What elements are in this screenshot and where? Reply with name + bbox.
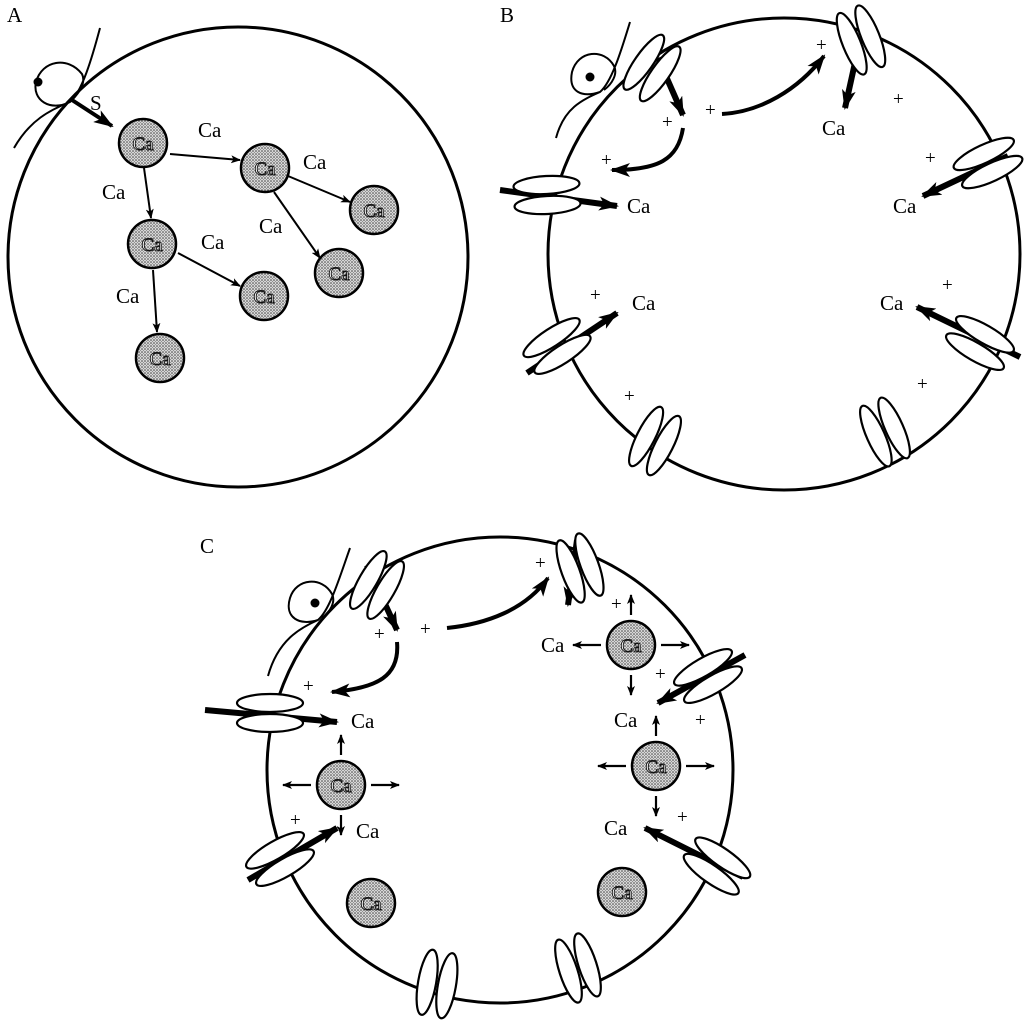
plus-label-11: + [374, 624, 385, 645]
plus-label-3: + [816, 35, 827, 56]
arrow-c-curve-left [332, 642, 397, 692]
panel-label-b: B [500, 3, 514, 27]
plus-label-13: + [535, 553, 546, 574]
channel-b-right [950, 132, 1026, 194]
plus-label-12: + [420, 619, 431, 640]
channel-b-left-lower [514, 194, 581, 215]
plus-label-19: + [677, 807, 688, 828]
ca-label-9: Ca [893, 194, 917, 218]
channel-c-left-upper [237, 694, 303, 712]
calcium-store-label-2: Ca [254, 159, 276, 180]
sperm-c-nucleus [311, 599, 320, 608]
plus-label-2: + [705, 100, 716, 121]
plus-label-7: + [590, 285, 601, 306]
channels-layer [237, 2, 1026, 1020]
channel-c-lower-left [242, 826, 318, 892]
channel-b-bottom-left [623, 403, 687, 479]
channel-c-lower-right [679, 832, 755, 901]
arrow-a-1 [170, 154, 240, 160]
ca-label-1: Ca [198, 118, 222, 142]
plus-label-4: + [893, 89, 904, 110]
plus-label-8: + [942, 275, 953, 296]
channel-b-left-upper [513, 174, 580, 195]
ca-label-11: Ca [880, 291, 904, 315]
plus-label-17: + [695, 710, 706, 731]
plus-label-15: + [303, 676, 314, 697]
channel-c-bottom-left [413, 948, 462, 1020]
channel-c-right [670, 643, 746, 709]
ca-labels-layer: CaCaCaCaCaCaCaCaCaCaCaCaCaCaCaCa [102, 116, 917, 843]
plus-label-16: + [655, 664, 666, 685]
ca-label-12: Ca [541, 633, 565, 657]
calcium-store-label-10: Ca [330, 776, 352, 797]
calcium-store-label-7: Ca [149, 349, 171, 370]
ca-label-7: Ca [822, 116, 846, 140]
arrow-b-curve-left [612, 128, 683, 170]
channel-b-lower-right [942, 310, 1018, 376]
arrow-a-6 [153, 270, 157, 332]
calcium-store-label-8: Ca [620, 636, 642, 657]
calcium-store-label-3: Ca [363, 201, 385, 222]
sperm-c [268, 548, 350, 676]
channel-b-bottom-right [854, 394, 916, 470]
plus-label-10: + [917, 374, 928, 395]
arrows-layer [72, 40, 1020, 880]
plus-label-9: + [624, 386, 635, 407]
plus-label-18: + [290, 810, 301, 831]
ca-label-16: Ca [604, 816, 628, 840]
sperm-b-nucleus [586, 73, 595, 82]
ca-label-2: Ca [303, 150, 327, 174]
calcium-store-label-11: Ca [360, 894, 382, 915]
ca-label-5: Ca [259, 214, 283, 238]
sperm-a-nucleus [34, 78, 43, 87]
arrow-b-curve-right [722, 56, 824, 114]
calcium-store-label-1: Ca [132, 134, 154, 155]
plus-label-1: + [662, 112, 673, 133]
calcium-store-label-4: Ca [141, 235, 163, 256]
calcium-store-label-9: Ca [645, 757, 667, 778]
arrow-a-2 [144, 168, 151, 218]
sperm-a [14, 28, 100, 148]
s-label: S [90, 91, 102, 115]
ca-label-8: Ca [627, 194, 651, 218]
plus-label-6: + [925, 148, 936, 169]
ca-label-15: Ca [356, 819, 380, 843]
plus-label-5: + [601, 150, 612, 171]
panel-label-c: C [200, 534, 214, 558]
cell-b [548, 18, 1020, 490]
calcium-store-label-5: Ca [253, 287, 275, 308]
channel-c-top-right [551, 530, 609, 605]
arrow-c-curve-right [447, 578, 548, 628]
ca-label-13: Ca [351, 709, 375, 733]
ca-label-6: Ca [116, 284, 140, 308]
ca-label-14: Ca [614, 708, 638, 732]
ca-label-10: Ca [632, 291, 656, 315]
calcium-store-label-12: Ca [611, 883, 633, 904]
plus-label-14: + [611, 594, 622, 615]
arrow-a-5 [178, 253, 240, 286]
panel-label-a: A [7, 3, 23, 27]
ca-label-4: Ca [201, 230, 225, 254]
calcium-store-label-6: Ca [328, 264, 350, 285]
channel-b-top-right [831, 2, 891, 77]
ca-label-3: Ca [102, 180, 126, 204]
channel-c-left-lower [237, 714, 303, 732]
arrow-a-3 [288, 176, 350, 202]
